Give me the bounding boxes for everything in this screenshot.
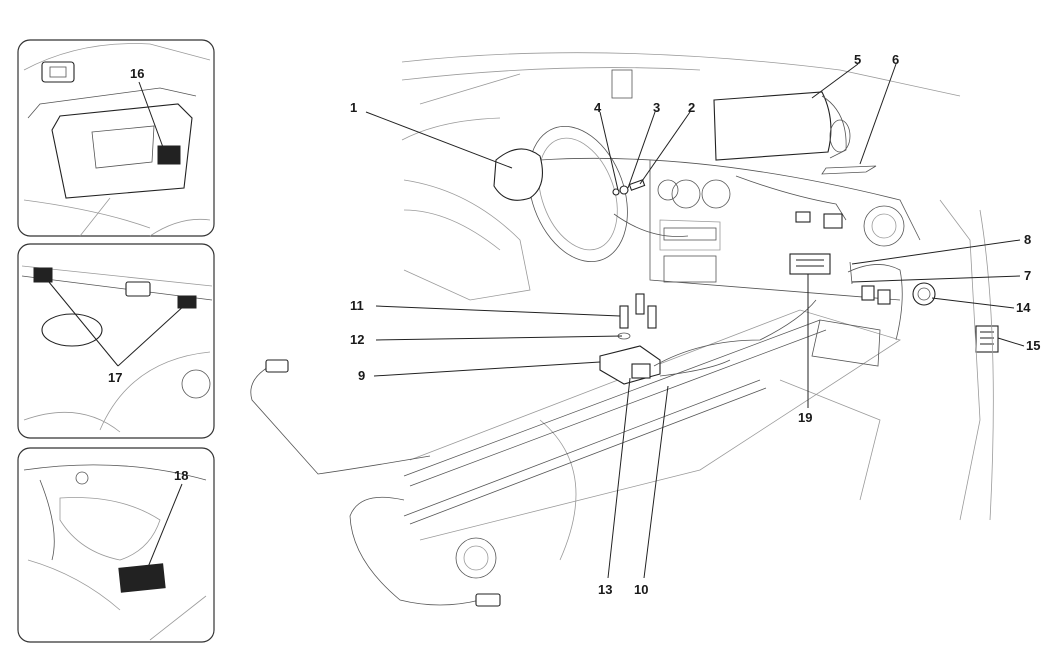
passenger-airbag-module [713, 91, 832, 161]
callout-12: 12 [350, 332, 364, 347]
callout-15: 15 [1026, 338, 1040, 353]
callout-8: 8 [1024, 232, 1031, 247]
callout-6: 6 [892, 52, 899, 67]
callout-5: 5 [854, 52, 861, 67]
callout-4: 4 [594, 100, 602, 115]
callout-1: 1 [350, 100, 357, 115]
callout-19: 19 [798, 410, 812, 425]
callout-9: 9 [358, 368, 365, 383]
callout-14: 14 [1016, 300, 1031, 315]
leader-lines [43, 63, 1025, 579]
callout-10: 10 [634, 582, 648, 597]
driver-airbag-module [493, 148, 543, 201]
callout-11: 11 [350, 298, 364, 313]
inset-hood-label [17, 447, 215, 643]
callout-13: 13 [598, 582, 612, 597]
callout-3: 3 [653, 100, 660, 115]
callout-2: 2 [688, 100, 695, 115]
callout-7: 7 [1024, 268, 1031, 283]
callout-18: 18 [174, 468, 188, 483]
callout-17: 17 [108, 370, 122, 385]
main-view [250, 52, 999, 607]
inset-sun-visor [17, 39, 215, 237]
callout-16: 16 [130, 66, 144, 81]
inset-roof-labels [17, 243, 215, 439]
callout-labels: 1 2 3 4 5 6 7 8 9 10 11 12 13 14 15 16 1… [108, 52, 1040, 597]
